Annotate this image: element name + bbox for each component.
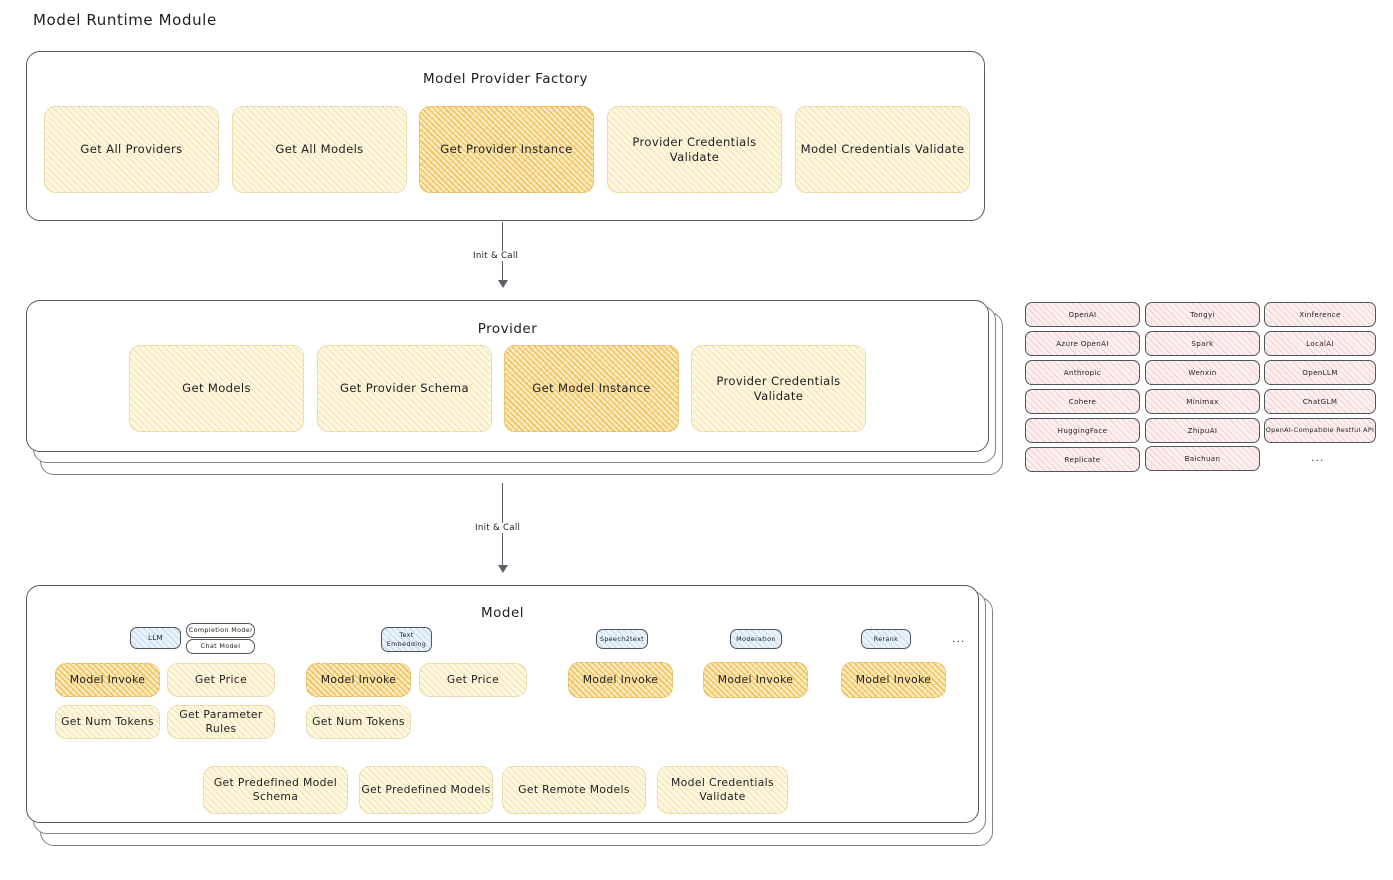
op-llm-get-parameter-rules[interactable]: Get Parameter Rules	[167, 705, 275, 739]
node-get-model-instance[interactable]: Get Model Instance	[504, 345, 679, 432]
model-provider-factory-title: Model Provider Factory	[422, 71, 588, 87]
node-provider-credentials-validate-2[interactable]: Provider Credentials Validate	[691, 345, 866, 432]
connector-provider-to-model-label: Init & Call	[472, 523, 524, 533]
node-get-all-providers[interactable]: Get All Providers	[44, 106, 219, 193]
model-type-badge-llm[interactable]: LLM	[130, 627, 181, 649]
model-type-badge-speech2text[interactable]: Speech2text	[596, 629, 648, 649]
provider-chip-huggingface[interactable]: HuggingFace	[1025, 418, 1140, 443]
provider-chip-tongyi[interactable]: Tongyi	[1145, 302, 1260, 327]
connector-provider-to-model-arrowhead	[497, 565, 508, 573]
provider-chip-chatglm[interactable]: ChatGLM	[1264, 389, 1376, 414]
model-types-ellipsis: ...	[952, 632, 966, 645]
op-llm-get-num-tokens[interactable]: Get Num Tokens	[55, 705, 160, 739]
page-title: Model Runtime Module	[33, 11, 217, 29]
provider-chip-xinference[interactable]: Xinference	[1264, 302, 1376, 327]
provider-title: Provider	[477, 321, 538, 337]
node-get-provider-schema[interactable]: Get Provider Schema	[317, 345, 492, 432]
model-title: Model	[480, 605, 525, 621]
provider-chip-azure-openai[interactable]: Azure OpenAI	[1025, 331, 1140, 356]
provider-chip-cohere[interactable]: Cohere	[1025, 389, 1140, 414]
connector-factory-to-provider-arrowhead	[497, 280, 508, 288]
model-type-badge-moderation[interactable]: Moderation	[730, 629, 782, 649]
providers-list-ellipsis: ...	[1311, 451, 1325, 464]
model-type-badge-rerank[interactable]: Rerank	[861, 629, 911, 649]
op-text-embedding-model-invoke[interactable]: Model Invoke	[306, 663, 411, 697]
op-model-credentials-validate[interactable]: Model Credentials Validate	[657, 766, 788, 814]
op-rerank-model-invoke[interactable]: Model Invoke	[841, 662, 946, 698]
node-provider-credentials-validate[interactable]: Provider Credentials Validate	[607, 106, 782, 193]
node-get-all-models[interactable]: Get All Models	[232, 106, 407, 193]
provider-chip-anthropic[interactable]: Anthropic	[1025, 360, 1140, 385]
provider-chip-localai[interactable]: LocalAI	[1264, 331, 1376, 356]
op-text-embedding-get-price[interactable]: Get Price	[419, 663, 527, 697]
provider-chip-spark[interactable]: Spark	[1145, 331, 1260, 356]
provider-chip-openai-compatible-restful-api[interactable]: OpenAI-Compatible Restful API	[1264, 418, 1376, 443]
node-get-provider-instance[interactable]: Get Provider Instance	[419, 106, 594, 193]
op-text-embedding-get-num-tokens[interactable]: Get Num Tokens	[306, 705, 411, 739]
provider-chip-openai[interactable]: OpenAI	[1025, 302, 1140, 327]
provider-chip-openllm[interactable]: OpenLLM	[1264, 360, 1376, 385]
connector-factory-to-provider-label: Init & Call	[470, 251, 522, 261]
node-model-credentials-validate[interactable]: Model Credentials Validate	[795, 106, 970, 193]
op-llm-get-price[interactable]: Get Price	[167, 663, 275, 697]
provider-chip-minimax[interactable]: Minimax	[1145, 389, 1260, 414]
model-type-sub-chat-model[interactable]: Chat Model	[186, 639, 255, 654]
op-moderation-model-invoke[interactable]: Model Invoke	[703, 662, 808, 698]
op-speech2text-model-invoke[interactable]: Model Invoke	[568, 662, 673, 698]
node-get-models[interactable]: Get Models	[129, 345, 304, 432]
provider-chip-zhipuai[interactable]: ZhipuAI	[1145, 418, 1260, 443]
provider-chip-wenxin[interactable]: Wenxin	[1145, 360, 1260, 385]
op-llm-model-invoke[interactable]: Model Invoke	[55, 663, 160, 697]
op-get-remote-models[interactable]: Get Remote Models	[502, 766, 646, 814]
model-type-badge-text-embedding[interactable]: Text Embedding	[381, 627, 432, 652]
provider-chip-replicate[interactable]: Replicate	[1025, 447, 1140, 472]
model-type-sub-completion-model[interactable]: Completion Model	[186, 623, 255, 638]
op-get-predefined-models[interactable]: Get Predefined Models	[359, 766, 493, 814]
op-get-predefined-model-schema[interactable]: Get Predefined Model Schema	[203, 766, 348, 814]
provider-chip-baichuan[interactable]: Baichuan	[1145, 446, 1260, 471]
